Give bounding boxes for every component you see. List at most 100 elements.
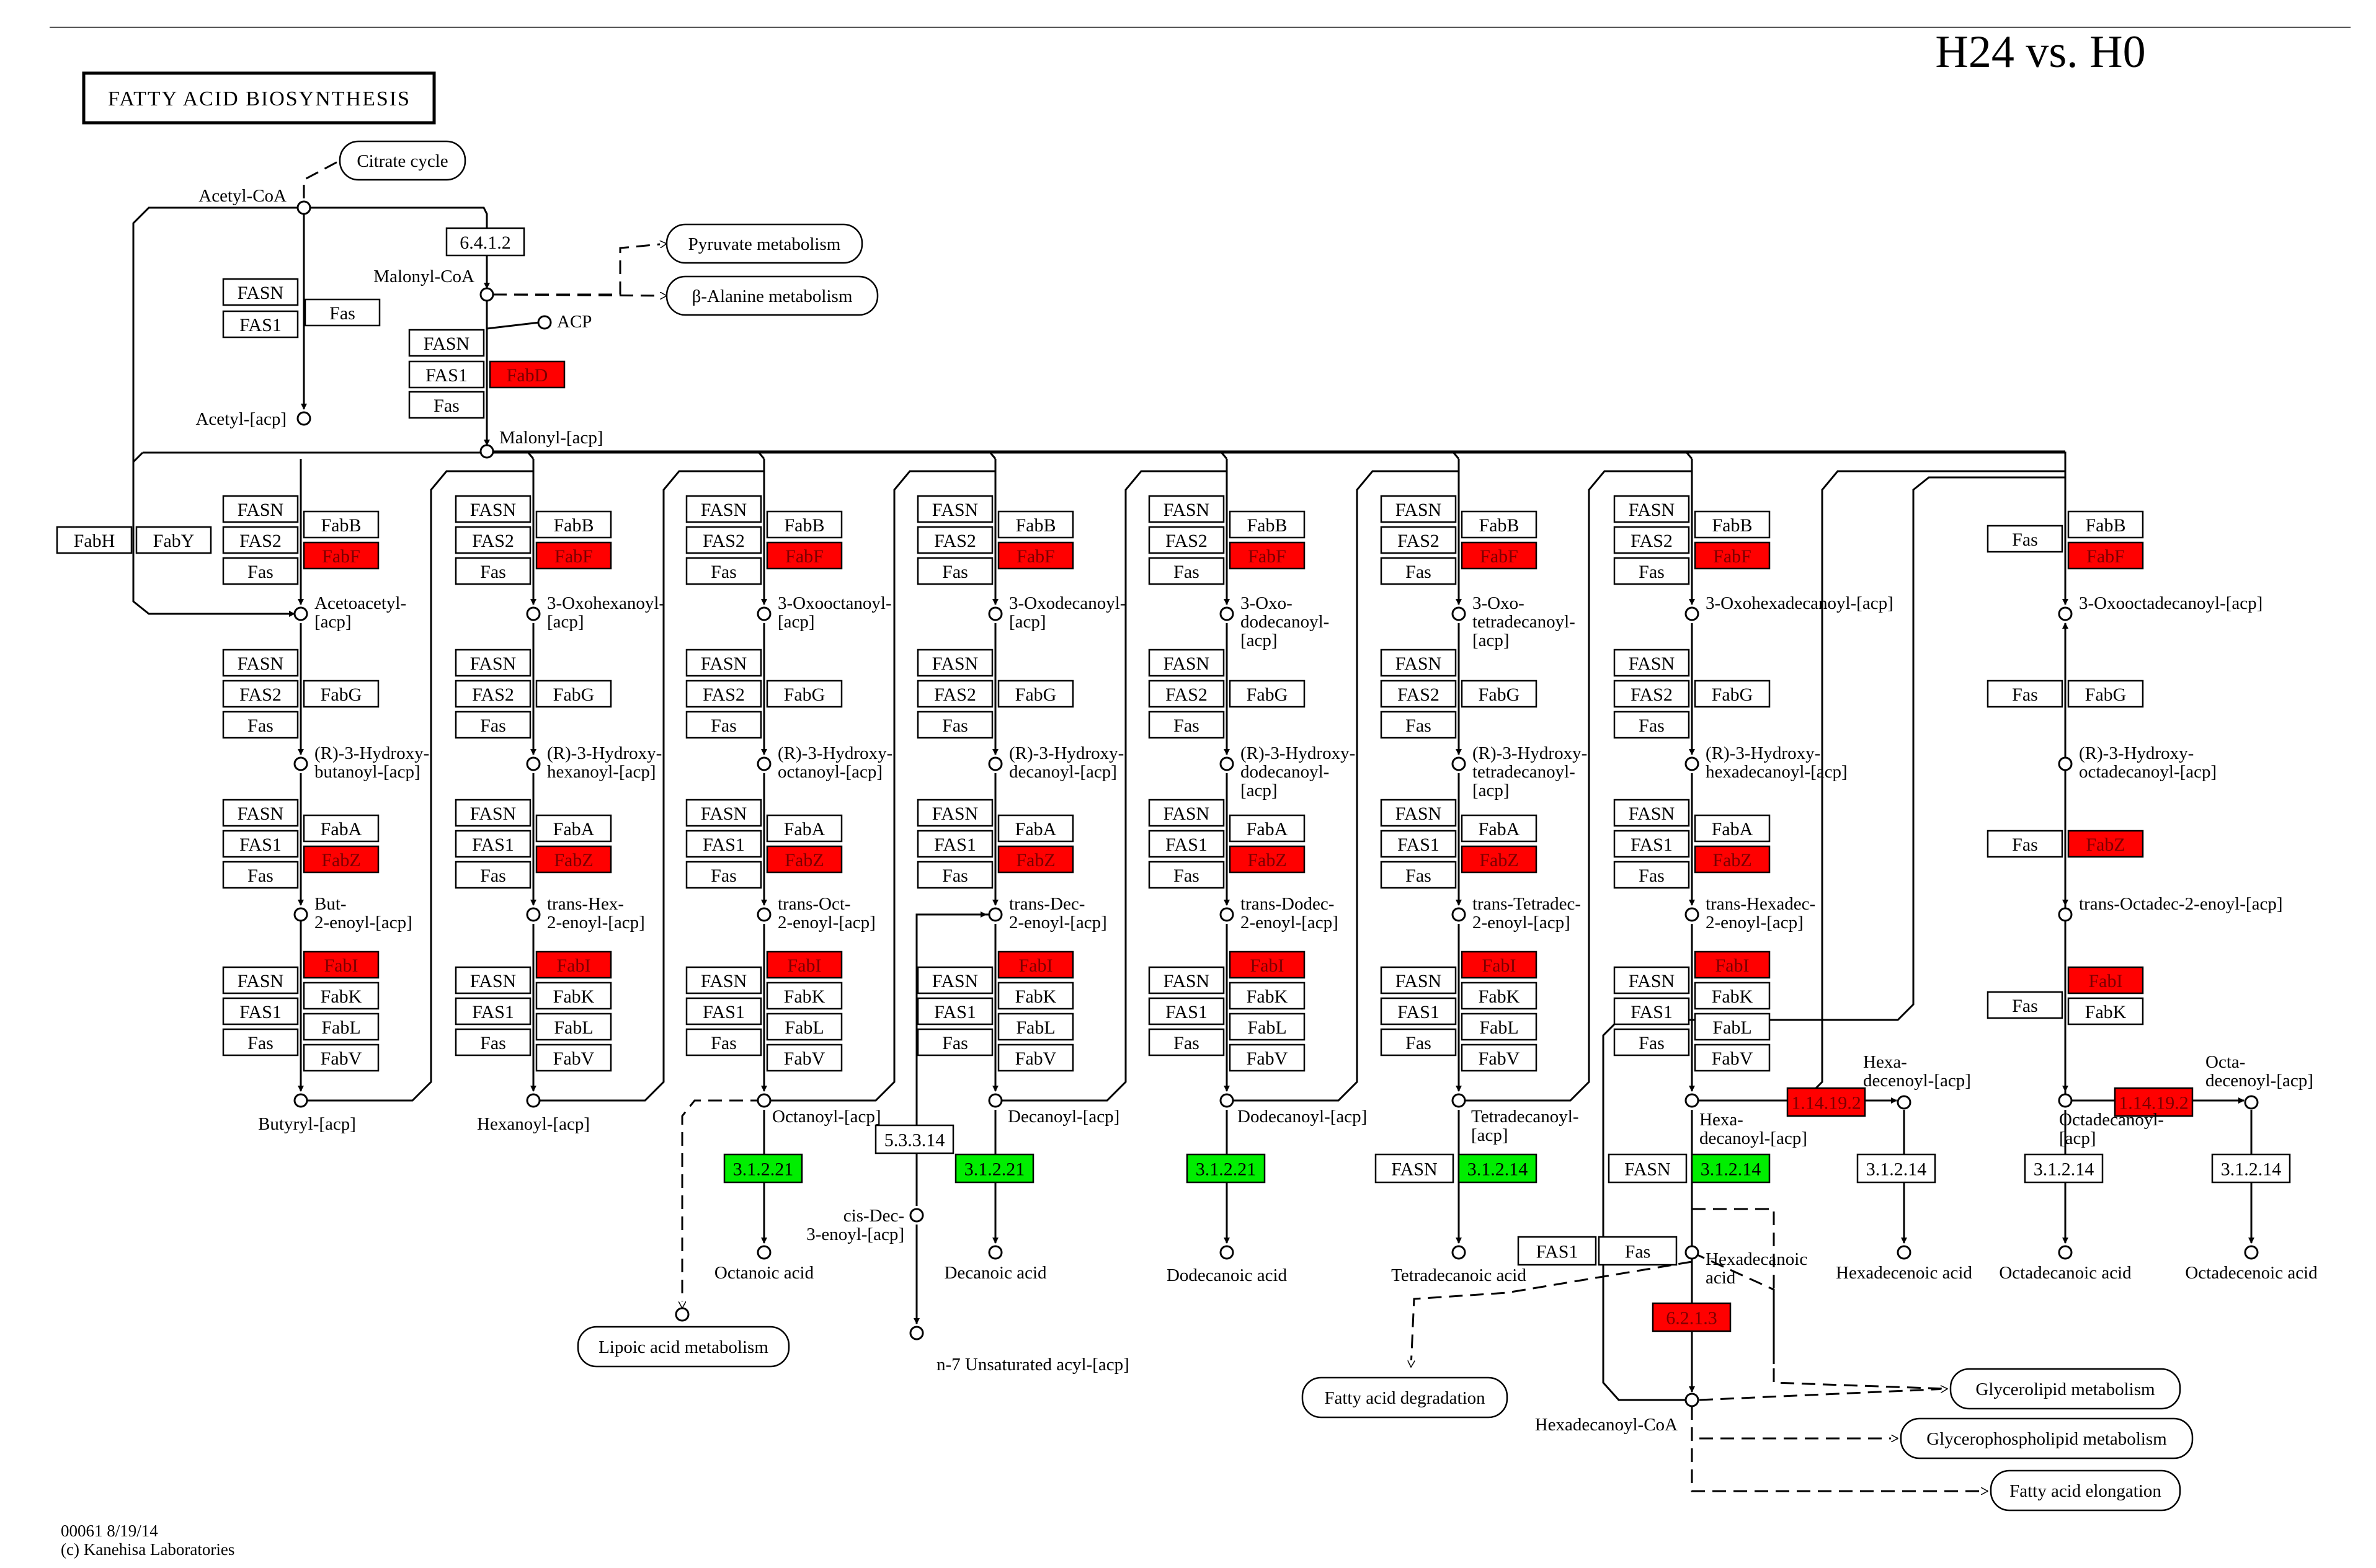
compound-butenoyl[interactable]: But-2-enoyl-[acp]: [293, 894, 412, 932]
gene-c5_b_fas2[interactable]: FAS2: [1148, 526, 1225, 554]
gene-c4_i_fabi[interactable]: FabI: [997, 950, 1074, 979]
gene-c6_g_fas2[interactable]: FAS2: [1380, 680, 1457, 708]
gene-c1_g_fabg[interactable]: FabG: [303, 680, 380, 708]
compound-octanoyl[interactable]: Octanoyl-[acp]: [757, 1093, 881, 1127]
gene-c5_i_fas1[interactable]: FAS1: [1148, 997, 1225, 1025]
compound-tetradecenoyl[interactable]: trans-Tetradec-2-enoyl-[acp]: [1451, 894, 1581, 932]
gene-c4_z_faba[interactable]: FabA: [997, 814, 1074, 843]
gene-c5_b_fabb[interactable]: FabB: [1229, 510, 1306, 539]
gene-c7_z_fas1[interactable]: FAS1: [1613, 830, 1690, 858]
gene-c7_z_fabz[interactable]: FabZ: [1694, 845, 1771, 874]
gene-c6_g_fasn[interactable]: FASN: [1380, 649, 1457, 677]
gene-c3_g_fas2[interactable]: FAS2: [685, 680, 762, 708]
gene-c2_g_fas[interactable]: Fas: [455, 711, 532, 739]
gene-c8_g_fas[interactable]: Fas: [1987, 680, 2063, 708]
pathway-balanine[interactable]: β-Alanine metabolism: [665, 275, 879, 316]
gene-c4_i_fabv[interactable]: FabV: [997, 1043, 1074, 1072]
gene-c4_i_fasn[interactable]: FASN: [917, 966, 994, 994]
gene-c1_i_fabv[interactable]: FabV: [303, 1043, 380, 1072]
compound-oxodecanoyl[interactable]: 3-Oxodecanoyl-[acp]: [988, 593, 1126, 632]
gene-dec_31221[interactable]: 3.1.2.21: [954, 1153, 1034, 1184]
gene-c2_i_fas1[interactable]: FAS1: [455, 997, 532, 1025]
gene-c5_g_fas[interactable]: Fas: [1148, 711, 1225, 739]
gene-c7_i_fasn[interactable]: FASN: [1613, 966, 1690, 994]
pathway-faelong[interactable]: Fatty acid elongation: [1990, 1469, 2181, 1512]
gene-c2_i_fabk[interactable]: FabK: [535, 981, 612, 1010]
gene-c7_i_fabk[interactable]: FabK: [1694, 981, 1771, 1010]
gene-c6_b_fabf[interactable]: FabF: [1461, 541, 1537, 570]
gene-c2_b_fabf[interactable]: FabF: [535, 541, 612, 570]
gene-c5_i_fabl[interactable]: FabL: [1229, 1012, 1306, 1041]
compound-htetradecanoyl[interactable]: (R)-3-Hydroxy-tetradecanoyl-[acp]: [1451, 743, 1587, 800]
gene-c8_i_fabi[interactable]: FabI: [2067, 966, 2144, 994]
gene-c1_z_fas[interactable]: Fas: [222, 861, 299, 889]
gene-c1_i_fabi[interactable]: FabI: [303, 950, 380, 979]
gene-c4_g_fas[interactable]: Fas: [917, 711, 994, 739]
gene-c5_b_fabf[interactable]: FabF: [1229, 541, 1306, 570]
compound-hoctadecanoyl[interactable]: (R)-3-Hydroxy-octadecanoyl-[acp]: [2058, 743, 2217, 782]
gene-c2_z_fabz[interactable]: FabZ: [535, 845, 612, 874]
gene-c6_i_fabl[interactable]: FabL: [1461, 1012, 1537, 1041]
gene-c6_g_fas[interactable]: Fas: [1380, 711, 1457, 739]
pathway-fadeg[interactable]: Fatty acid degradation: [1301, 1376, 1508, 1419]
gene-c4_z_fas1[interactable]: FAS1: [917, 830, 994, 858]
gene-ac_fas[interactable]: Fas: [304, 298, 381, 327]
gene-c2_z_fasn[interactable]: FASN: [455, 799, 532, 827]
gene-c5_z_faba[interactable]: FabA: [1229, 814, 1306, 843]
gene-c6_g_fabg[interactable]: FabG: [1461, 680, 1537, 708]
gene-c1_b_fabf[interactable]: FabF: [303, 541, 380, 570]
gene-c2_b_fas2[interactable]: FAS2: [455, 526, 532, 554]
gene-c2_z_faba[interactable]: FabA: [535, 814, 612, 843]
pathway-glycerophospholipid[interactable]: Glycerophospholipid metabolism: [1900, 1417, 2194, 1459]
gene-c1_b_fas2[interactable]: FAS2: [222, 526, 299, 554]
gene-c3_i_fasn[interactable]: FASN: [685, 966, 762, 994]
compound-malonylcoa[interactable]: Malonyl-CoA: [373, 267, 494, 302]
compound-decanoic[interactable]: Decanoic acid: [944, 1245, 1047, 1283]
gene-c1_i_fas1[interactable]: FAS1: [222, 997, 299, 1025]
gene-c7_g_fabg[interactable]: FabG: [1694, 680, 1771, 708]
compound-acp[interactable]: ACP: [537, 312, 592, 332]
compound-decenoyl[interactable]: trans-Dec-2-enoyl-[acp]: [988, 894, 1107, 932]
gene-c1_i_fabk[interactable]: FabK: [303, 981, 380, 1010]
gene-hexen_31214[interactable]: 3.1.2.14: [1856, 1153, 1936, 1184]
gene-m_fas[interactable]: Fas: [408, 391, 485, 419]
gene-octen_31214[interactable]: 3.1.2.14: [2211, 1153, 2291, 1184]
gene-c1_z_fabz[interactable]: FabZ: [303, 845, 380, 874]
gene-c2_b_fas[interactable]: Fas: [455, 557, 532, 585]
gene-c4_i_fabk[interactable]: FabK: [997, 981, 1074, 1010]
compound-hexenoyl[interactable]: trans-Hex-2-enoyl-[acp]: [526, 894, 645, 932]
gene-c4_z_fabz[interactable]: FabZ: [997, 845, 1074, 874]
compound-dodecenoyl[interactable]: trans-Dodec-2-enoyl-[acp]: [1219, 894, 1338, 932]
gene-c8_b_fas[interactable]: Fas: [1987, 525, 2063, 553]
compound-hhexadecanoyl[interactable]: (R)-3-Hydroxy-hexadecanoyl-[acp]: [1684, 743, 1848, 782]
gene-c1_g_fas2[interactable]: FAS2: [222, 680, 299, 708]
gene-c4_b_fabf[interactable]: FabF: [997, 541, 1074, 570]
compound-octadecenoyl[interactable]: trans-Octadec-2-enoyl-[acp]: [2058, 894, 2282, 922]
pathway-pyruvate[interactable]: Pyruvate metabolism: [665, 223, 863, 264]
gene-c3_b_fasn[interactable]: FASN: [685, 495, 762, 523]
gene-c6_i_fasn[interactable]: FASN: [1380, 966, 1457, 994]
gene-c6_z_fasn[interactable]: FASN: [1380, 799, 1457, 827]
compound-hexadecenoylacp[interactable]: Hexa-decenoyl-[acp]: [1863, 1052, 1971, 1110]
compound-octanoic[interactable]: Octanoic acid: [714, 1245, 814, 1283]
gene-c3_z_fasn[interactable]: FASN: [685, 799, 762, 827]
gene-dodec_31221[interactable]: 3.1.2.21: [1186, 1153, 1266, 1184]
compound-acetylacp[interactable]: Acetyl-[acp]: [195, 409, 311, 429]
compound-oxohexanoyl[interactable]: 3-Oxohexanoyl-[acp]: [526, 593, 665, 632]
gene-c5_z_fabz[interactable]: FabZ: [1229, 845, 1306, 874]
compound-hexanoyl[interactable]: Hexanoyl-[acp]: [477, 1093, 590, 1134]
gene-c6_i_fas[interactable]: Fas: [1380, 1028, 1457, 1056]
gene-c5_g_fas2[interactable]: FAS2: [1148, 680, 1225, 708]
gene-c5_b_fasn[interactable]: FASN: [1148, 495, 1225, 523]
gene-c3_b_fabb[interactable]: FabB: [766, 510, 843, 539]
gene-c3_i_fabi[interactable]: FabI: [766, 950, 843, 979]
compound-hoctanoyl[interactable]: (R)-3-Hydroxy-octanoyl-[acp]: [757, 743, 892, 782]
compound-lipoicnode[interactable]: [675, 1307, 690, 1322]
compound-malonylacp[interactable]: Malonyl-[acp]: [479, 428, 603, 459]
compound-hexadecanoylcoa[interactable]: Hexadecanoyl-CoA: [1535, 1393, 1699, 1435]
gene-oct_31221[interactable]: 3.1.2.21: [723, 1153, 803, 1184]
compound-hexadecenoic[interactable]: Hexadecenoic acid: [1836, 1245, 1972, 1283]
gene-c4_i_fas[interactable]: Fas: [917, 1028, 994, 1056]
pathway-lipoic[interactable]: Lipoic acid metabolism: [577, 1326, 790, 1368]
compound-oxooctanoyl[interactable]: 3-Oxooctanoyl-[acp]: [757, 593, 892, 632]
